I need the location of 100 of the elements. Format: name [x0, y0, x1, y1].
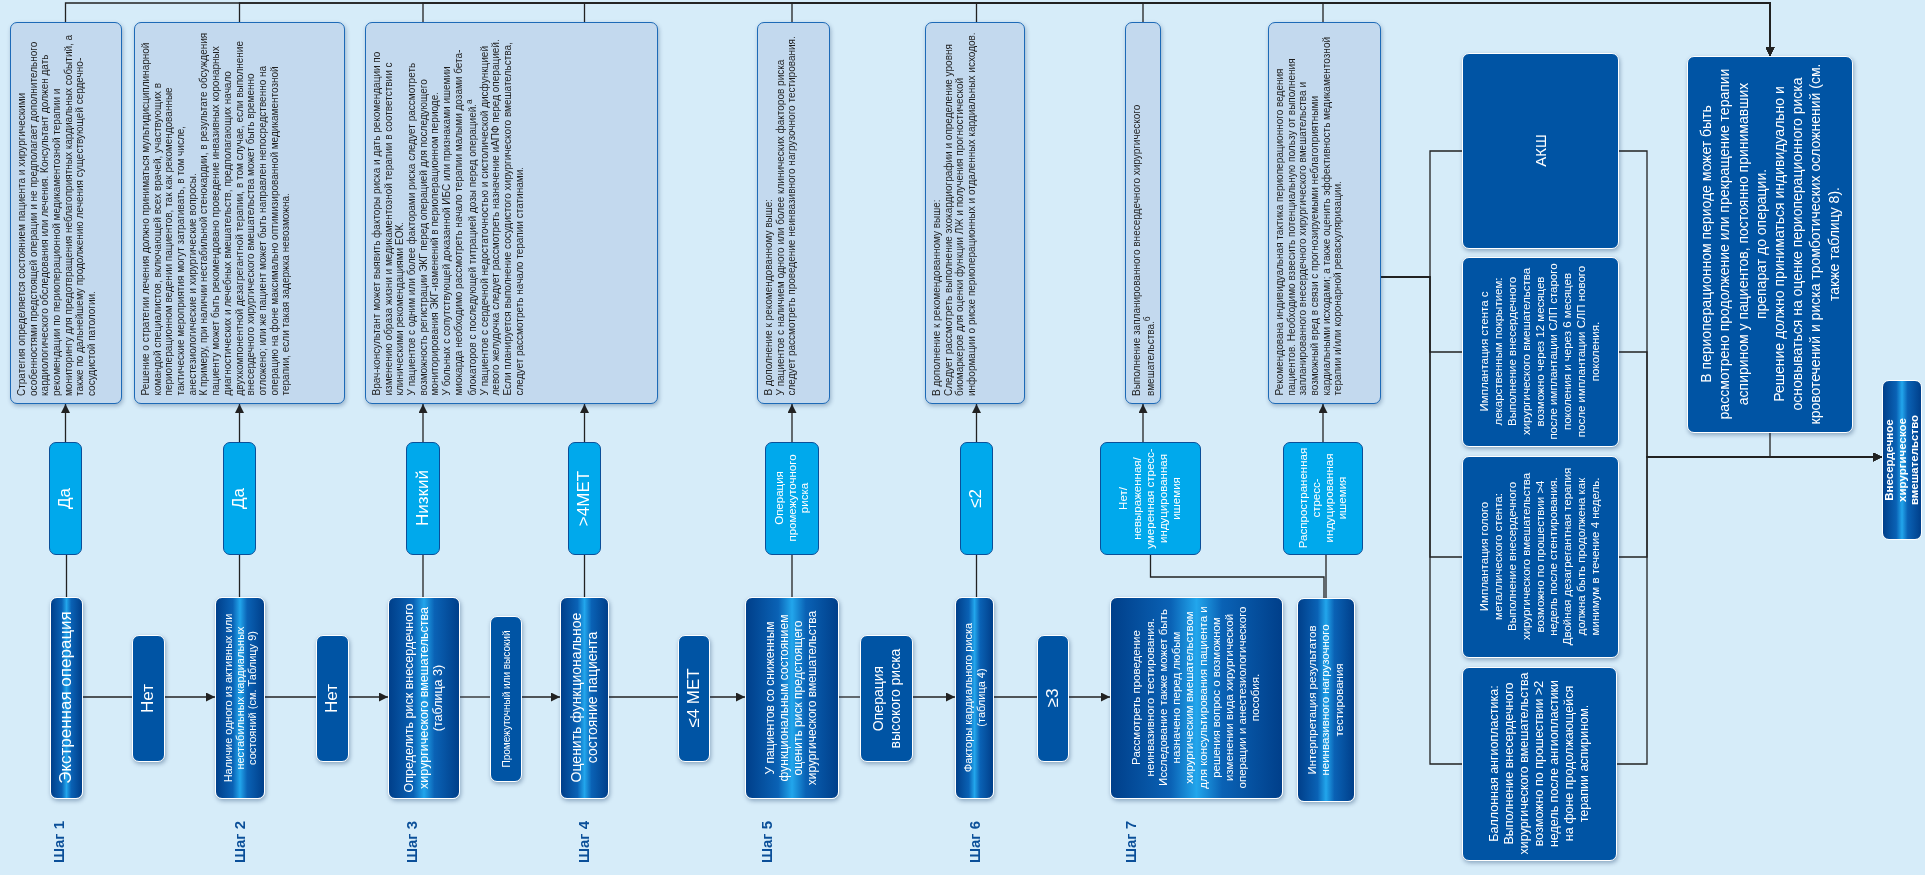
arrow	[521, 692, 561, 702]
step-text: Наличие одного из активных или нестабильных кардиальных состояний (см. Таблицу 9)	[221, 612, 258, 784]
step-text: Рассмотреть проведение неинвазивного тестирования. Исследование также может быть назначено перед любым хирургическим вмешательством для консультирования пациента и решения вопрос о возможном изменении вида хирургической операции и анестезиологического пособия.	[1129, 605, 1262, 791]
outcome-box	[1882, 380, 1922, 540]
connector-line	[238, 554, 241, 598]
answer-box	[490, 616, 522, 782]
answer-label: Да	[55, 486, 75, 511]
recommendation-box	[1687, 56, 1853, 433]
recommendation-text: Выполнение внесердечного хирургического вмешательства возможно по прошествии >4 недель после стентирования.	[1505, 471, 1560, 643]
answer-label: Операция промежуточного риска	[772, 453, 811, 544]
connector-line	[838, 696, 861, 698]
answer-box	[316, 635, 349, 762]
info-text: Следует рассмотреть выполнение эхокардиографии и определение уровня биомаркеров для оценки функции ЛЖ и получения прогностической информации о риске периоперационных и отдаленных кардиальных исходов.	[942, 30, 978, 396]
step-box	[955, 597, 994, 799]
answer-box	[568, 442, 601, 555]
arrow	[61, 403, 70, 443]
info-text: Решение о стратегии лечения должно приниматься мультидисциплинарной командой специалистов, включающей всех врачей, участвующих в периоперационном ведении пациентов, так как рекомендованные тактические мероприятия могут затрагивать, в том числе, анестезиологические и хирургические вопросы.	[139, 42, 198, 396]
step-box	[1297, 598, 1355, 802]
recommendation-box	[1462, 667, 1617, 861]
connector-line	[82, 696, 133, 698]
answer-label: Нет	[138, 682, 158, 715]
info-panel	[1125, 22, 1161, 404]
connector-line	[422, 554, 424, 598]
recommendation-text: В периоперационном периоде может быть рассмотрено продолжение или прекращение терапии аспирином у пациентов, постоянно принимавших препарат до операции.	[1696, 67, 1770, 422]
answer-box	[406, 442, 440, 555]
step-text: Экстренная операция	[56, 610, 76, 786]
step-label: Шаг 3	[403, 819, 421, 866]
step-box	[745, 597, 839, 799]
step-text: У пациентов со сниженным функциональным состоянием оценить риск предстоящего хирургического вмешательства	[763, 609, 820, 787]
connector-line	[993, 696, 1038, 698]
recommendation-text: Имплантация голого металлического стента:	[1477, 492, 1505, 622]
info-text: Стратегия определяется состоянием пациента и хирургическими особенностями предстоящей операции и не предполагает дополнительного кардиологического обследования или лечения. Консультант должен дать рекомендации по периоперационной медикаментозной терапии и мониторингу для предотвращения неблагоприятных кардиальных событий, а также по дальнейшему продолжению лечения существующей сердечно-сосудистой патологии.	[15, 33, 98, 396]
info-panel	[365, 22, 658, 404]
answer-box	[678, 635, 710, 762]
step-text: Оценить функциональное состояние пациента	[568, 611, 600, 785]
recommendation-text: Баллонная ангиопластика:	[1486, 684, 1502, 844]
arrow	[1138, 403, 1148, 443]
answer-box	[49, 442, 82, 555]
step-box	[50, 597, 83, 799]
arrow	[348, 692, 389, 702]
arrow	[972, 403, 981, 443]
recommendation-box	[1462, 456, 1619, 658]
answer-label: ≤2	[966, 487, 986, 510]
arrow	[787, 403, 797, 443]
step-text: Определить риск внесердечного хирургического вмешательства (таблица 3)	[401, 602, 446, 793]
connector-line	[975, 554, 978, 598]
connector-line	[791, 554, 793, 598]
arrow	[580, 403, 589, 443]
answer-label: Нет	[322, 682, 342, 715]
arrow	[1322, 2, 1775, 57]
recommendation-box	[1462, 257, 1619, 447]
answer-box	[1283, 442, 1363, 555]
info-text: В дополнение к рекомендованному выше:	[930, 197, 943, 396]
answer-label: ≥3	[1043, 687, 1062, 710]
step-box	[215, 597, 265, 799]
answer-label: ≤4 МЕТ	[684, 667, 703, 730]
answer-label: Распространенная стресс-индуцированная ишемия	[1296, 447, 1349, 549]
connector-line	[65, 554, 68, 598]
step-label: Шаг 4	[575, 819, 593, 866]
step-text: Факторы кардиального риска (таблица 4)	[961, 621, 987, 775]
recommendation-box	[1462, 53, 1619, 249]
arrow	[1318, 403, 1328, 443]
answer-label: Нет/ невыраженная/ умеренная стресс-индуцированная ишемия	[1116, 447, 1183, 549]
step-box	[1110, 597, 1283, 799]
info-text: К примеру, при наличии нестабильной стенокардии, в результате обсуждения пациенту может быть рекомендовано проведение инвазивных коронарных диагностических и лечебных вмешательств, предполагающих начало двухкомпонентной дезагрегантной терапии, в том случае, если выполнение внесердечного хирургического вмешательства может быть временно отложено; или же пациент может быть направлен непосредственно на операцию на фоне максимально оптимизированной медикаментозной терапии, если такая задержка невозможна.	[197, 31, 292, 396]
recommendation-text: АКШ	[1531, 133, 1549, 169]
answer-label: Низкий	[413, 469, 432, 528]
info-text: Врач-консультант может выявить факторы риска и дать рекомендации по изменению образа жизни и медикаментозной терапии в соответствии с клиническими рекомендациями ЕОК.	[370, 50, 406, 396]
arrow	[235, 403, 244, 443]
recommendation-text: Имплантация стента с лекарственным покрытием:	[1477, 276, 1505, 428]
outcome-text: Внесердечное хирургическое вмешательство	[1882, 413, 1921, 507]
info-text: У пациентов с наличием одного или более клинических факторов риска следует рассмотреть проведение неинвазивного нагрузочного тестирования.	[774, 35, 798, 396]
info-text: Рекомендована индивидуальная тактика периоперационного ведения пациентов. Необходимо взвесить потенциальную пользу от выполнения запланированного внесердечного хирургического вмешательства и возможный вред в связи с прогнозируемыми неблагоприятными кардиальными исходами; а также оценить эффективность медикаментозной терапии и/или коронарной реваскуляризации.	[1273, 35, 1344, 396]
answer-label: Промежуточный или высокий	[500, 629, 511, 770]
info-text: У пациентов с одним или более факторами риска следует рассмотреть возможность регистрации ЭКГ перед операцией для последующего мониторирования ЭКГ-изменений в периоперационном периоде.	[405, 61, 441, 396]
step-text: Интерпретация результатов неинвазивного нагрузочного тестирования	[1305, 622, 1346, 778]
step-box	[560, 597, 609, 799]
answer-label: Операция высокого риска	[869, 647, 903, 750]
step-label: Шаг 5	[758, 819, 776, 866]
connector-line	[264, 696, 317, 698]
connector-line	[608, 696, 679, 698]
arrow	[164, 692, 216, 702]
info-text: У пациентов с сердечной недостаточностью и систолической дисфункцией левого желудочка следует рассмотреть назначение иАПФ перед операцией.	[478, 38, 502, 396]
connector-line	[459, 696, 491, 698]
answer-box	[860, 635, 913, 762]
recommendation-text: Двойная дезагрегантная терапия должна быть продолжена как минимум в течение 4 недель.	[1560, 466, 1602, 648]
connector-line	[1325, 554, 1327, 599]
answer-box	[132, 635, 165, 762]
answer-label: >4МЕТ	[574, 469, 594, 528]
info-panel	[1268, 22, 1381, 404]
info-text: Если планируется выполнение сосудистого хирургического вмешательства, следует рассмотреть начало терапии статинами.	[501, 41, 525, 396]
answer-box	[960, 442, 993, 555]
answer-box	[223, 442, 256, 555]
answer-box	[1037, 635, 1069, 762]
info-panel	[925, 22, 1025, 404]
step-label: Шаг 7	[1122, 819, 1140, 866]
arrow	[1769, 432, 1883, 462]
connector-line	[583, 554, 586, 598]
info-text: В дополнение к рекомендованному выше:	[762, 197, 775, 396]
info-panel	[134, 22, 345, 404]
